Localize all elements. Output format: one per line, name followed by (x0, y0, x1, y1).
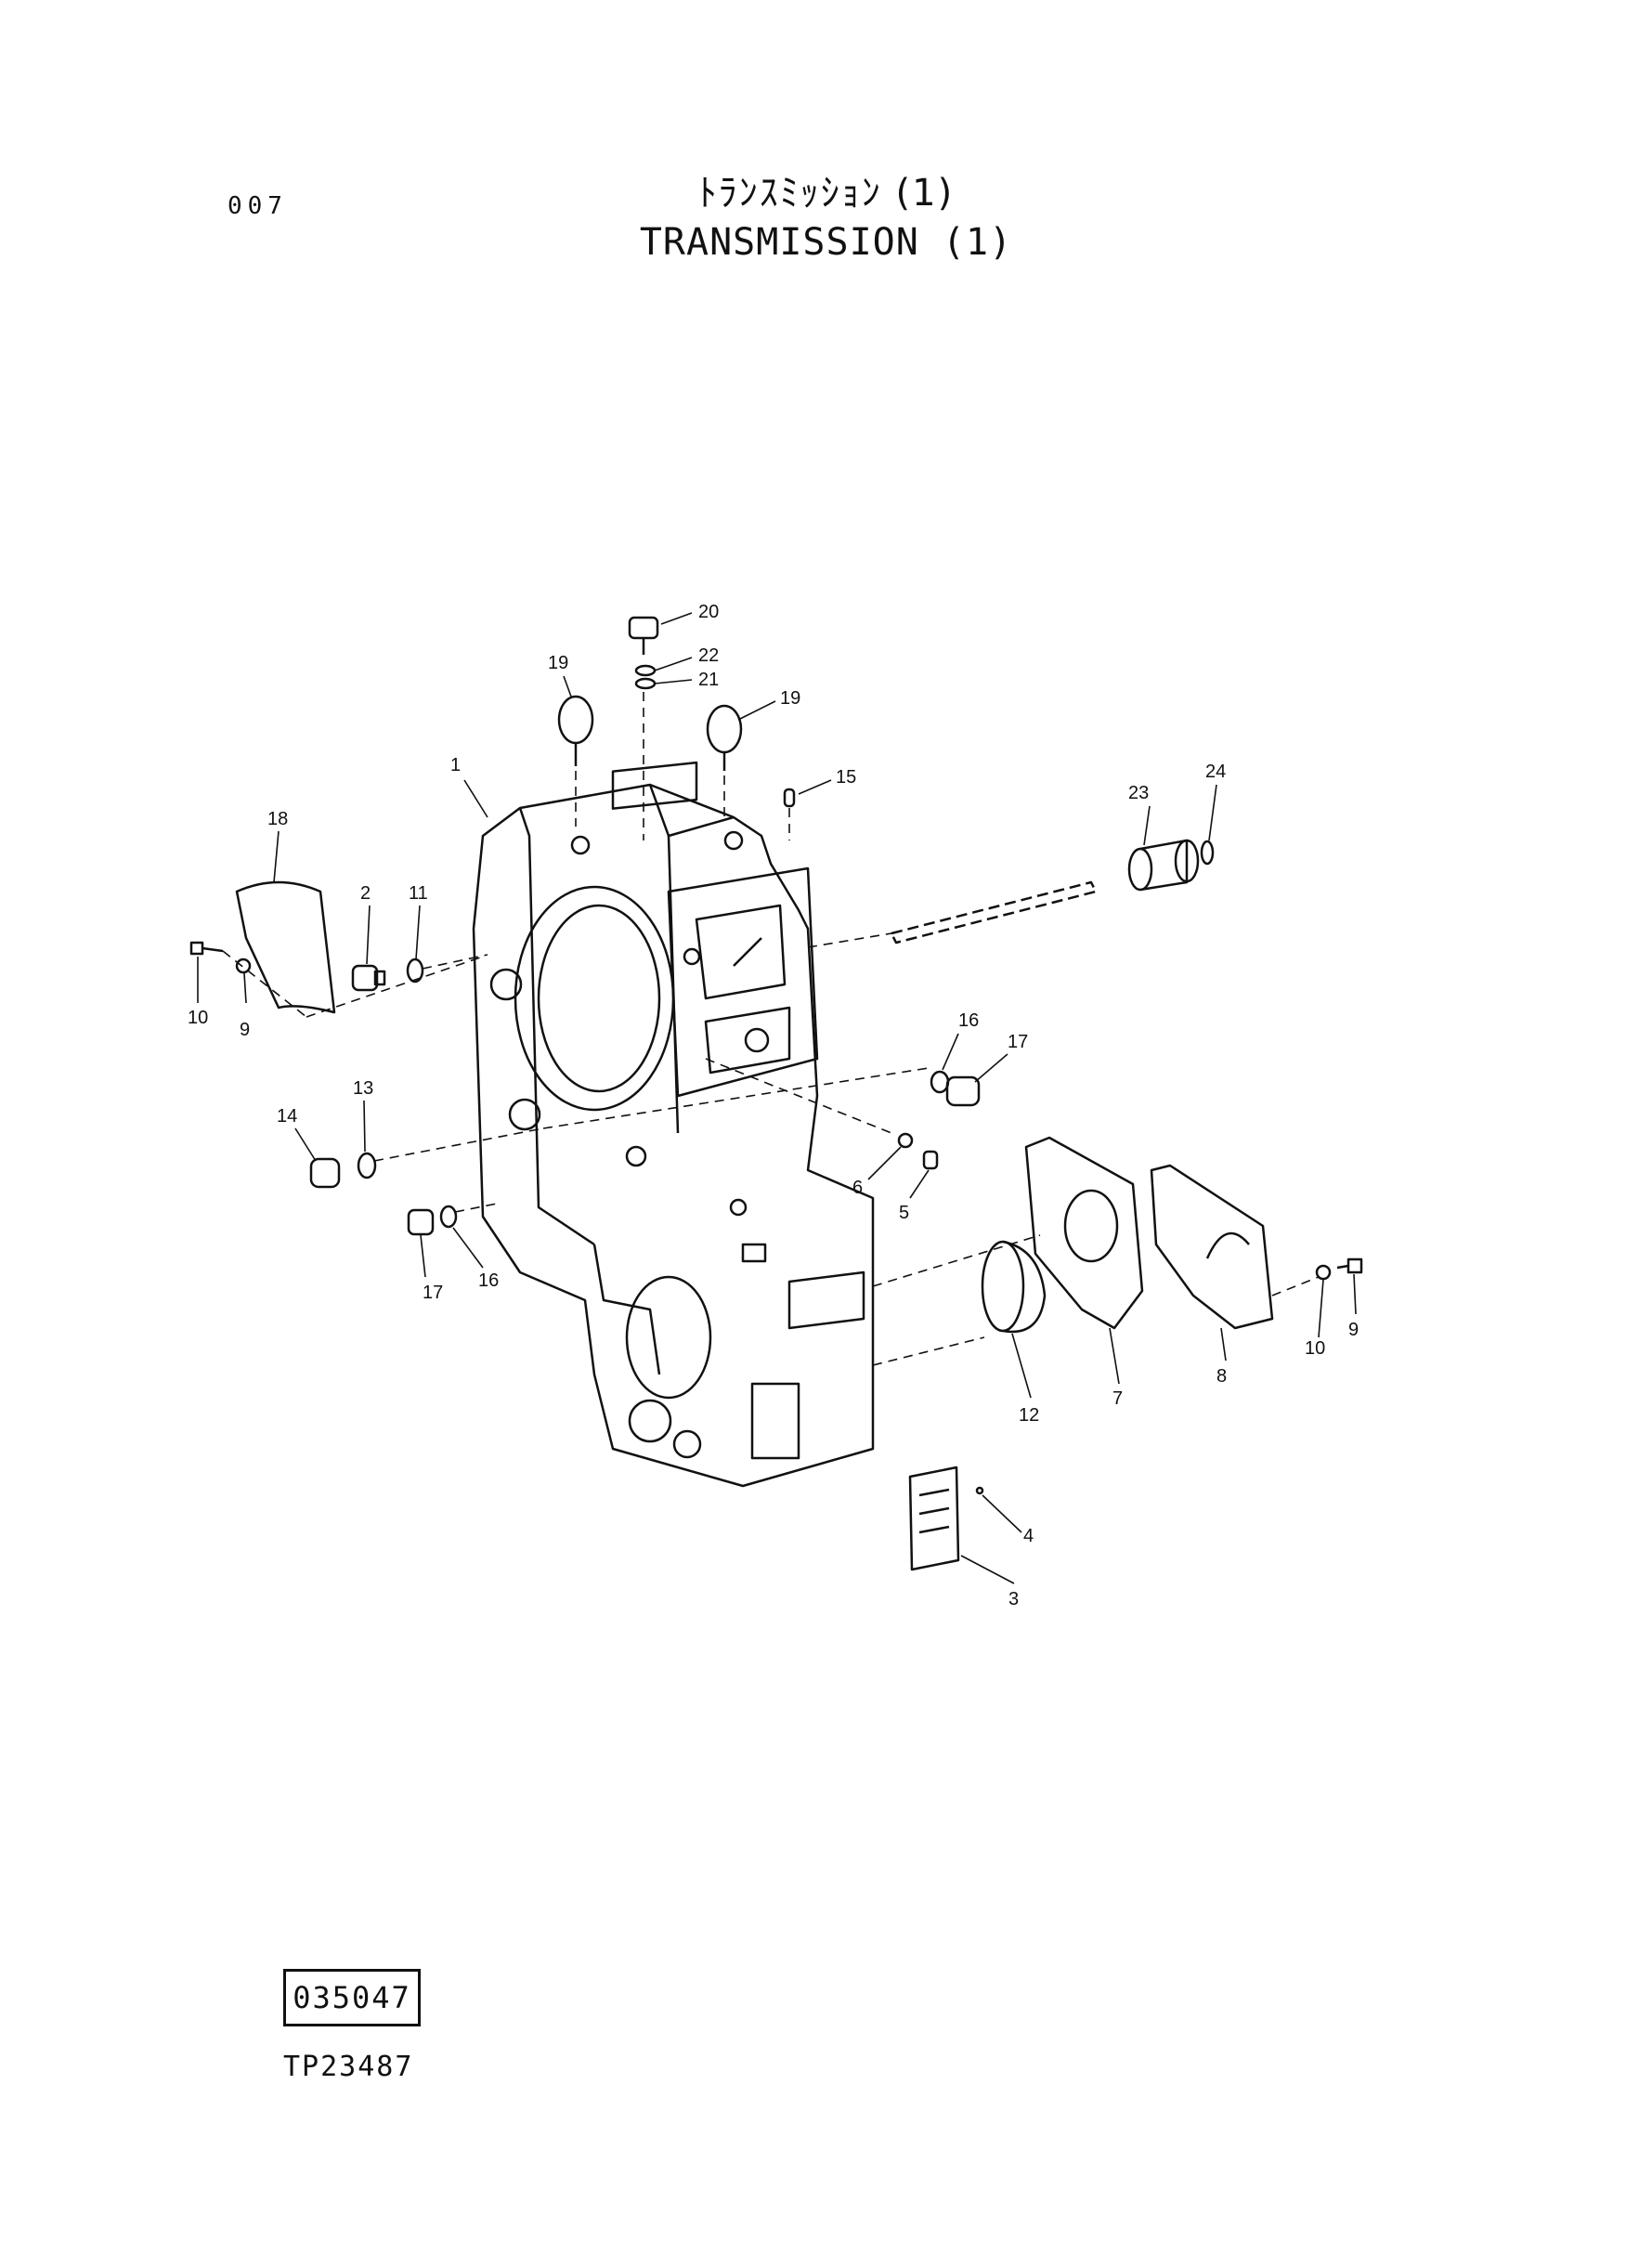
part-10-bolt-left (189, 941, 224, 956)
callout-label: 11 (409, 883, 428, 904)
callout-label: 23 (1128, 783, 1149, 803)
part-12-cap (981, 1240, 1047, 1334)
part-6-ring (897, 1132, 914, 1149)
callout-label: 21 (698, 670, 719, 690)
part-20-plug (628, 616, 659, 655)
figure-number-box: 035047 (283, 1969, 421, 2026)
callout-label: 9 (1348, 1320, 1359, 1340)
transmission-housing (472, 761, 875, 1488)
callout-label: 17 (423, 1283, 443, 1303)
reference-code: TP23487 (283, 2051, 414, 2083)
part-14-plug (309, 1157, 341, 1189)
part-8-cover (1150, 1164, 1274, 1330)
callout-label: 15 (836, 767, 856, 788)
callout-label: 16 (478, 1270, 499, 1291)
callout-label: 19 (548, 653, 568, 673)
callout-label: 24 (1205, 762, 1226, 782)
callout-label: 9 (240, 1020, 250, 1040)
part-3-name-plate (908, 1466, 960, 1571)
part-2-plug (351, 964, 386, 992)
callout-label: 7 (1112, 1388, 1123, 1409)
callout-label: 10 (1305, 1338, 1325, 1359)
part-4-rivet (975, 1486, 984, 1495)
callout-label: 19 (780, 688, 800, 709)
callout-label: 8 (1216, 1366, 1227, 1387)
callout-label: 4 (1023, 1526, 1034, 1546)
callout-labels: 20 22 21 19 19 15 23 24 1 18 2 11 10 9 1… (188, 602, 1359, 1609)
leader-lines (197, 612, 1357, 1584)
page-title-japanese: ﾄﾗﾝｽﾐｯｼｮﾝ (1) (697, 172, 955, 215)
part-7-gasket (1024, 1136, 1144, 1330)
callout-label: 12 (1019, 1405, 1039, 1426)
callout-label: 18 (267, 809, 288, 829)
callout-label: 2 (360, 883, 371, 904)
callout-label: 10 (188, 1008, 208, 1028)
callout-label: 20 (698, 602, 719, 622)
part-23-sleeve (1127, 839, 1200, 892)
part-17-plug-left (407, 1208, 435, 1236)
callout-label: 13 (353, 1078, 373, 1099)
callout-label: 16 (958, 1010, 979, 1031)
part-16-o-ring-left (439, 1205, 458, 1229)
part-19-eyebolt-left (557, 695, 594, 766)
part-17-plug-right (945, 1075, 981, 1107)
part-13-o-ring (357, 1152, 377, 1179)
callout-label: 1 (450, 755, 461, 775)
part-5-pin (922, 1150, 939, 1170)
part-22-washer (634, 664, 657, 677)
part-24-ring (1200, 840, 1215, 866)
part-9-bolt-right (1336, 1257, 1363, 1274)
callout-label: 14 (277, 1106, 297, 1127)
callout-label: 3 (1008, 1589, 1019, 1609)
shaft (890, 880, 1098, 945)
part-11-o-ring (406, 958, 424, 984)
assembly-lines (222, 692, 1320, 1366)
part-10-washer-right (1315, 1264, 1332, 1281)
part-21-o-ring (634, 677, 657, 690)
part-19-eyebolt-right (706, 704, 743, 771)
page-number: 007 (228, 192, 288, 220)
part-15-pin (783, 788, 796, 808)
callout-label: 22 (698, 645, 719, 666)
callout-label: 17 (1008, 1032, 1028, 1052)
part-16-o-ring-right (930, 1070, 950, 1094)
callout-label: 5 (899, 1203, 909, 1223)
part-18-cover (235, 880, 336, 1014)
part-9-washer-left (235, 958, 252, 974)
page-title: TRANSMISSION (1) (639, 221, 1013, 264)
callout-label: 6 (852, 1178, 863, 1198)
